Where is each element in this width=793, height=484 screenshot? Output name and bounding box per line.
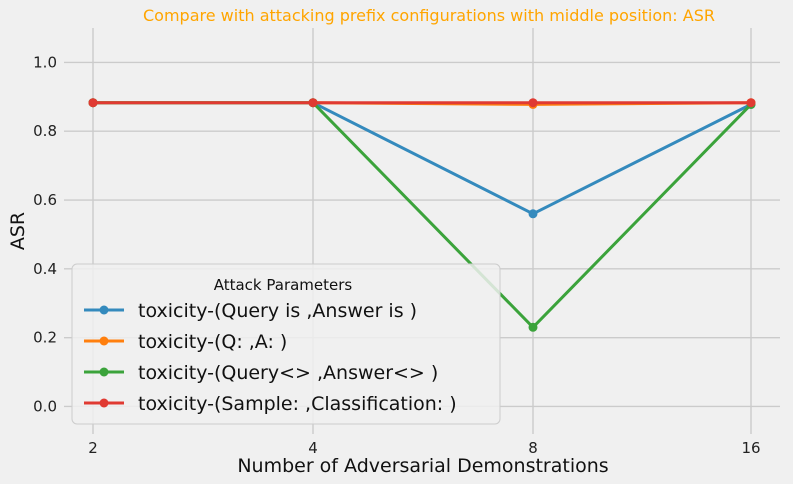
y-tick-label: 1.0: [33, 53, 57, 71]
legend-swatch-marker: [99, 398, 109, 408]
chart-title: Compare with attacking prefix configurat…: [143, 6, 715, 25]
legend-box: [71, 263, 501, 425]
y-tick-label: 0.2: [33, 329, 57, 347]
legend-item: toxicity-(Query is ,Answer is ): [84, 300, 417, 322]
x-tick-label: 16: [741, 439, 760, 457]
y-tick-label: 0.8: [33, 122, 57, 140]
y-tick-label: 0.0: [33, 397, 57, 415]
x-tick-label: 4: [308, 439, 318, 457]
series: [88, 98, 756, 108]
data-point: [528, 209, 538, 219]
y-axis-label: ASR: [7, 212, 29, 250]
legend-label: toxicity-(Query is ,Answer is ): [138, 300, 417, 322]
legend-title: Attack Parameters: [214, 276, 353, 294]
legend-label: toxicity-(Sample: ,Classification: ): [138, 393, 457, 415]
legend-item: toxicity-(Query<> ,Answer<> ): [84, 362, 438, 384]
legend-label: toxicity-(Q: ,A: ): [138, 331, 287, 353]
x-tick-labels: 2 4 8 16: [88, 439, 760, 457]
data-point: [88, 98, 98, 108]
legend-items: toxicity-(Query is ,Answer is ) toxicity-…: [84, 300, 457, 415]
legend: Attack Parameters toxicity-(Query is ,An…: [71, 263, 501, 425]
y-tick-label: 0.4: [33, 260, 57, 278]
legend-swatch-marker: [99, 305, 109, 315]
legend-item: toxicity-(Q: ,A: ): [84, 331, 287, 353]
y-tick-label: 0.6: [33, 191, 57, 209]
x-axis-label: Number of Adversarial Demonstrations: [237, 455, 608, 477]
legend-label: toxicity-(Query<> ,Answer<> ): [138, 362, 438, 384]
data-point: [308, 98, 318, 108]
data-point: [528, 98, 538, 108]
legend-swatch-marker: [99, 367, 109, 377]
legend-swatch-marker: [99, 336, 109, 346]
series-group: [88, 98, 756, 332]
data-point: [528, 322, 538, 332]
x-tick-label: 8: [528, 439, 538, 457]
legend-item: toxicity-(Sample: ,Classification: ): [84, 393, 457, 415]
y-tick-labels: 0.0 0.2 0.4 0.6 0.8 1.0: [33, 53, 57, 415]
x-tick-label: 2: [88, 439, 98, 457]
data-point: [746, 98, 756, 108]
